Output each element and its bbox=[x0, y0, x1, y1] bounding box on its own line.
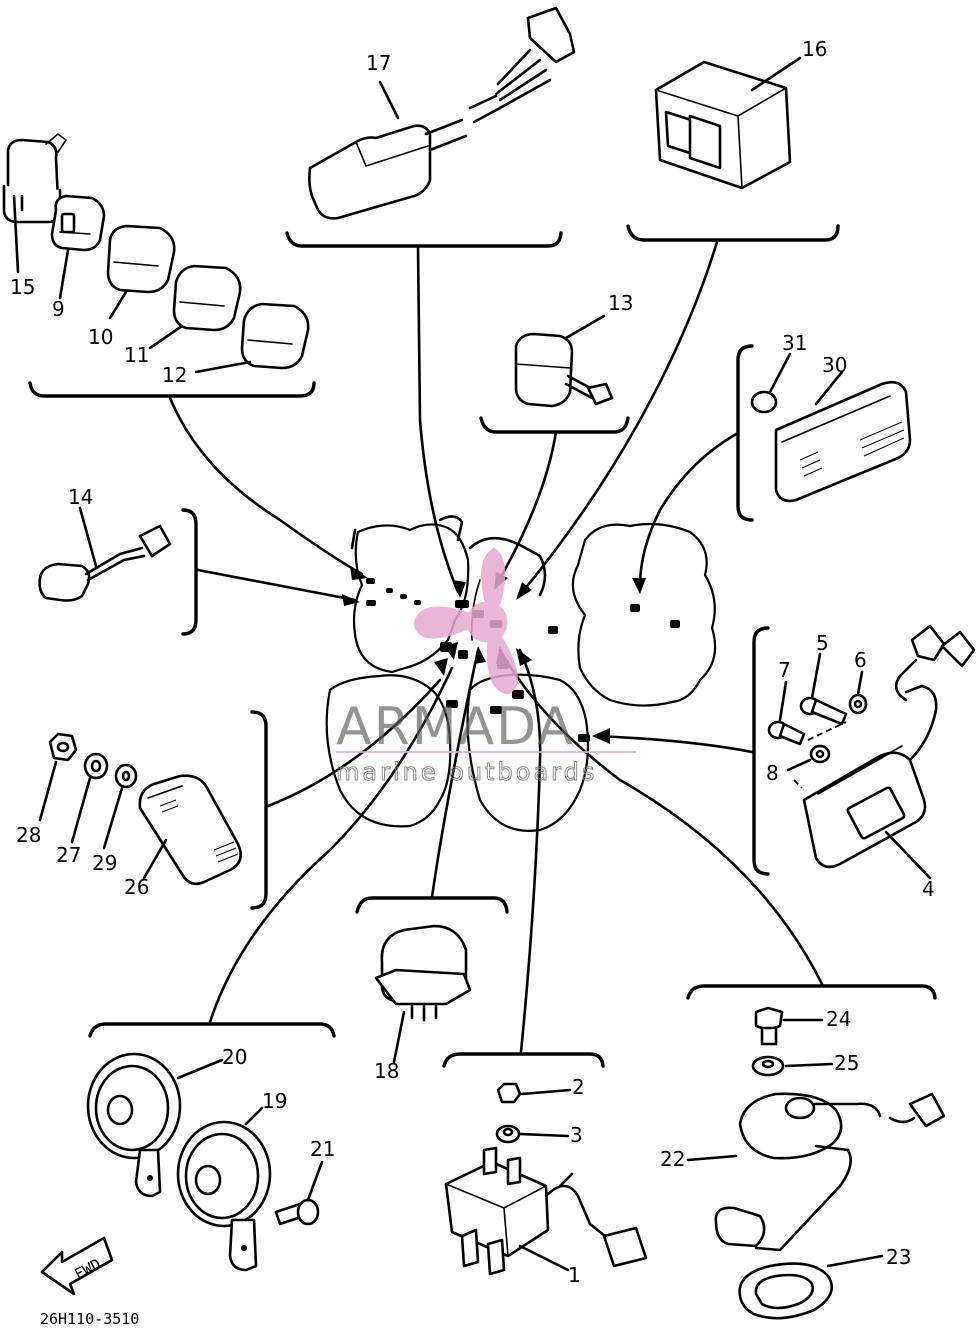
reflector-part-26 bbox=[138, 774, 242, 886]
switch-part-11 bbox=[148, 264, 242, 350]
callout-2: 2 bbox=[572, 1075, 585, 1099]
callout-28: 28 bbox=[16, 823, 41, 847]
callout-13: 13 bbox=[608, 291, 633, 315]
callout-5: 5 bbox=[816, 631, 829, 655]
watermark-tagline: marine outboards bbox=[336, 758, 597, 786]
washer-part-25 bbox=[751, 1055, 834, 1077]
bolt-part-21 bbox=[274, 1160, 324, 1226]
control-unit-part-16 bbox=[654, 56, 802, 190]
callout-21: 21 bbox=[310, 1137, 335, 1161]
washer-part-6 bbox=[848, 670, 868, 715]
callout-3: 3 bbox=[570, 1123, 583, 1147]
callout-31: 31 bbox=[782, 331, 807, 355]
grommet-part-27 bbox=[70, 752, 109, 844]
callout-1: 1 bbox=[568, 1263, 581, 1287]
nut-part-2 bbox=[496, 1082, 572, 1104]
ignitor-part-4 bbox=[802, 624, 976, 880]
group-brackets bbox=[28, 224, 937, 1068]
starter-relay-part-1 bbox=[444, 1146, 648, 1276]
gasket-part-23 bbox=[738, 1254, 884, 1320]
callout-16: 16 bbox=[802, 37, 827, 61]
sensor-part-14 bbox=[38, 506, 172, 602]
cap-part-31 bbox=[750, 352, 792, 414]
washer-part-8 bbox=[786, 721, 847, 789]
callout-8: 8 bbox=[766, 761, 779, 785]
horn-part-20 bbox=[86, 1052, 224, 1198]
flasher-part-18 bbox=[374, 924, 472, 1064]
callout-18: 18 bbox=[374, 1059, 399, 1083]
callout-29: 29 bbox=[92, 851, 117, 875]
callout-14: 14 bbox=[68, 485, 93, 509]
arrowheads bbox=[342, 566, 646, 744]
callout-6: 6 bbox=[854, 648, 867, 672]
callout-27: 27 bbox=[56, 843, 81, 867]
watermark-logo: ARMADA marine outboards bbox=[336, 547, 636, 787]
bolt-part-5 bbox=[799, 652, 848, 726]
leader-lines bbox=[168, 240, 824, 1054]
switch-part-9 bbox=[50, 194, 106, 300]
callout-20: 20 bbox=[222, 1045, 247, 1069]
callout-9: 9 bbox=[52, 297, 65, 321]
bolt-part-7 bbox=[767, 680, 806, 746]
callout-17: 17 bbox=[366, 51, 391, 75]
relay-part-13 bbox=[514, 314, 614, 408]
callout-12: 12 bbox=[162, 363, 187, 387]
callout-11: 11 bbox=[124, 343, 149, 367]
callout-labels: 1 2 3 4 5 6 7 8 9 10 11 12 13 14 15 16 1… bbox=[10, 37, 935, 1287]
connector-part-17 bbox=[308, 6, 576, 220]
callout-22: 22 bbox=[660, 1147, 685, 1171]
unit-part-30 bbox=[774, 370, 912, 503]
watermark-propeller-blade-left bbox=[413, 606, 473, 639]
washer-part-29 bbox=[102, 763, 138, 850]
nut-part-28 bbox=[38, 732, 78, 822]
fwd-arrow bbox=[40, 1236, 114, 1296]
switch-part-12 bbox=[194, 302, 310, 374]
watermark-propeller-blade-right bbox=[486, 633, 518, 695]
callout-24: 24 bbox=[826, 1007, 851, 1031]
switch-part-10 bbox=[106, 224, 176, 320]
bolt-part-24 bbox=[754, 1006, 824, 1046]
washer-part-3 bbox=[495, 1124, 570, 1144]
horn-part-19 bbox=[176, 1106, 272, 1272]
callout-10: 10 bbox=[88, 325, 113, 349]
callout-4: 4 bbox=[922, 877, 935, 901]
callout-30: 30 bbox=[822, 353, 847, 377]
relay-part-15 bbox=[2, 132, 68, 274]
sender-part-22 bbox=[686, 1092, 946, 1252]
callout-26: 26 bbox=[124, 875, 149, 899]
watermark-propeller-blade-top bbox=[481, 547, 506, 605]
callout-19: 19 bbox=[262, 1089, 287, 1113]
callout-25: 25 bbox=[834, 1051, 859, 1075]
drawing-code: 26H110-3510 bbox=[40, 1310, 139, 1328]
watermark-brand: ARMADA bbox=[336, 697, 575, 757]
callout-23: 23 bbox=[886, 1245, 911, 1269]
callout-7: 7 bbox=[778, 658, 791, 682]
callout-15: 15 bbox=[10, 275, 35, 299]
